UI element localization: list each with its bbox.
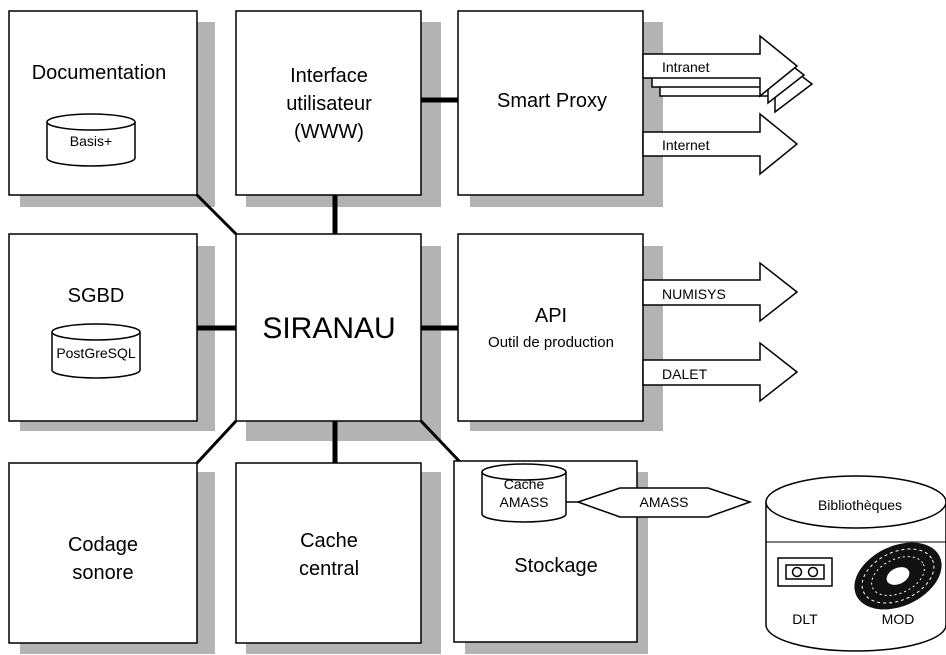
numisys-arrow [642,261,799,323]
internet-label: Internet [662,137,710,153]
interface-line2: utilisateur [286,93,372,115]
siranau-title: SIRANAU [262,312,395,345]
outgoing-arrows [642,34,814,403]
stockage-title: Stockage [514,555,597,577]
connector-lines [195,97,463,465]
dalet-arrow [642,341,799,403]
amass-link [575,487,753,518]
api-title: API [535,305,567,327]
siranau-box [235,233,422,422]
api-box [457,233,644,422]
postgresql-label: PostGreSQL [56,345,136,361]
dlt-label: DLT [792,611,818,627]
library-title: Bibliothèques [818,497,902,513]
codage-line1: Codage [68,534,138,556]
intranet-arrow [642,34,799,98]
documentation-box [8,10,198,196]
mod-label: MOD [882,611,915,627]
cache-central-line1: Cache [300,530,358,552]
codage-box [8,462,198,644]
smart-proxy-title: Smart Proxy [497,90,607,112]
cache-amass-line2: AMASS [499,494,548,510]
cache-amass-line1: Cache [504,476,545,492]
interface-box [235,10,422,196]
interface-line1: Interface [290,65,368,87]
numisys-label: NUMISYS [662,286,726,302]
cache-amass-database-icon [481,463,567,523]
interface-line3: (WWW) [294,121,364,143]
mod-disc-icon [854,542,942,610]
dalet-label: DALET [662,366,708,382]
sgbd-title: SGBD [68,285,125,307]
internet-arrow [642,112,799,176]
smart-proxy-box [457,10,644,196]
cache-central-line2: central [299,558,359,580]
basis-label: Basis+ [70,133,112,149]
amass-link-label: AMASS [639,494,688,510]
postgresql-database-icon [51,323,141,379]
documentation-title: Documentation [32,62,167,84]
cache-central-box [235,462,422,644]
dlt-tape-icon [777,557,833,587]
codage-line2: sonore [72,562,133,584]
api-subtitle: Outil de production [488,334,614,351]
basis-database-icon [46,113,136,167]
intranet-label: Intranet [662,59,710,75]
library-cylinder [765,475,946,652]
